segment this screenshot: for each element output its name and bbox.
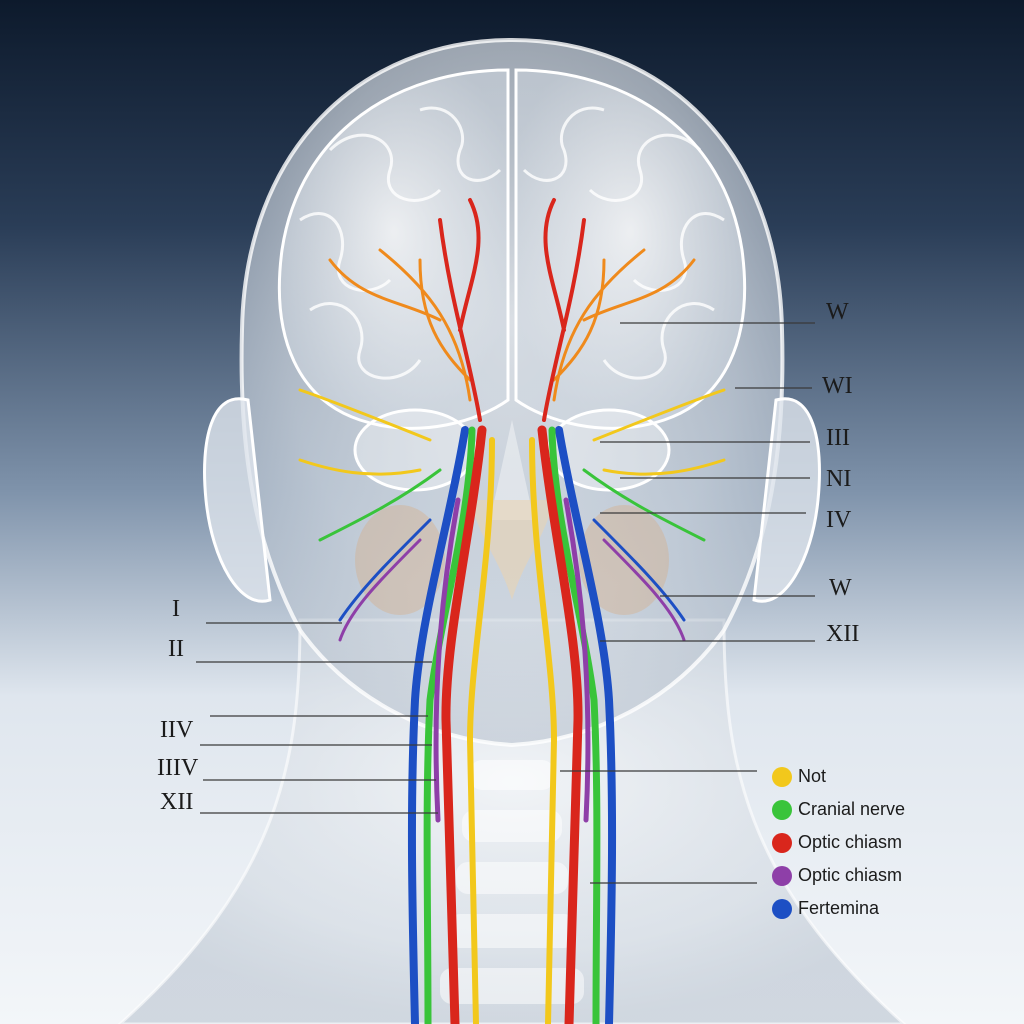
legend-item: Optic chiasm <box>772 826 1012 859</box>
nerve-label-left-4: IIIV <box>157 756 198 780</box>
legend-label: Not <box>798 766 826 787</box>
nerve-label-left-5: XII <box>160 790 193 814</box>
nerve-label-left-2: II <box>168 637 184 661</box>
nerve-label-right-5: IV <box>826 508 851 532</box>
nerve-label-left-1: I <box>172 597 180 621</box>
nerve-label-left-3: IIV <box>160 718 193 742</box>
legend-swatch-purple <box>772 866 792 886</box>
legend-label: Optic chiasm <box>798 832 902 853</box>
nerve-label-right-6: W <box>829 576 852 600</box>
legend-swatch-red <box>772 833 792 853</box>
nerve-label-right-3: III <box>826 426 850 450</box>
legend-item: Fertemina <box>772 892 1012 925</box>
legend: Not Cranial nerve Optic chiasm Optic chi… <box>772 760 1012 925</box>
legend-swatch-blue <box>772 899 792 919</box>
legend-item: Not <box>772 760 1012 793</box>
nerve-label-right-7: XII <box>826 622 859 646</box>
legend-swatch-green <box>772 800 792 820</box>
nerve-label-right-2: WI <box>822 374 853 398</box>
legend-label: Optic chiasm <box>798 865 902 886</box>
legend-item: Cranial nerve <box>772 793 1012 826</box>
legend-label: Cranial nerve <box>798 799 905 820</box>
nerve-label-right-4: NI <box>826 467 851 491</box>
nerve-label-right-1: W <box>826 300 849 324</box>
legend-label: Fertemina <box>798 898 879 919</box>
legend-item: Optic chiasm <box>772 859 1012 892</box>
legend-swatch-yellow <box>772 767 792 787</box>
